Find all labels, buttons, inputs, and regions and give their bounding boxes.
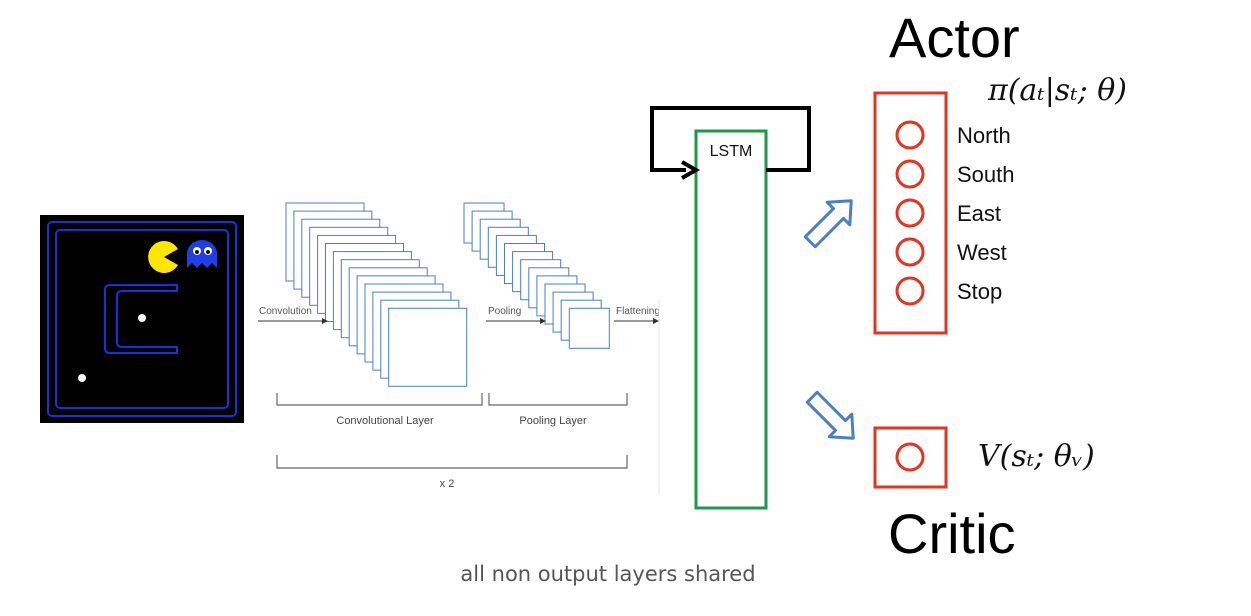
- action-neuron: [895, 198, 925, 228]
- action-label: West: [957, 240, 1007, 265]
- value-formula: V(sₜ; θᵥ): [978, 439, 1095, 474]
- lstm-block: LSTM: [650, 106, 811, 510]
- maze-inner-wall: [55, 229, 229, 409]
- pacman-icon: [148, 240, 178, 273]
- lstm-layer: [694, 129, 768, 510]
- maze-outer-wall: [47, 221, 237, 417]
- action-label: South: [957, 162, 1015, 187]
- pacman-game-screen: [40, 215, 244, 423]
- critic-title: Critic: [888, 502, 1016, 565]
- maze-c-wall: [104, 284, 178, 354]
- action-label: North: [957, 123, 1011, 148]
- value-neuron: [895, 442, 925, 472]
- action-neuron: [895, 237, 925, 267]
- action-neuron: [895, 159, 925, 189]
- pooling-label: Pooling: [488, 306, 521, 317]
- conv-layer-caption: Convolutional Layer: [336, 415, 434, 427]
- convolution-label: Convolution: [259, 306, 312, 317]
- action-neuron: [895, 120, 925, 150]
- ghost-icon: [187, 240, 217, 268]
- footer-caption: all non output layers shared: [460, 562, 755, 586]
- pool-layer-bracket: [488, 393, 628, 406]
- actor-output-arrow: [803, 199, 853, 249]
- policy-formula: π(aₜ|sₜ; θ): [987, 73, 1127, 108]
- action-label: East: [957, 201, 1001, 226]
- pooling-feature-maps: [463, 202, 610, 349]
- actor-title: Actor: [889, 6, 1020, 69]
- lstm-recurrent-loop: [650, 106, 811, 172]
- food-pellet: [138, 314, 146, 322]
- pool-layer-caption: Pooling Layer: [519, 415, 587, 427]
- critic-output-arrow: [805, 390, 855, 440]
- repeat-bracket: [276, 455, 628, 469]
- action-neuron: [895, 276, 925, 306]
- critic-head: V(sₜ; θᵥ) Critic: [873, 426, 1095, 565]
- conv-layer-bracket: [276, 393, 483, 406]
- cnn-block: Convolution Pooling Flattening Convoluti…: [258, 202, 660, 495]
- convolution-arrow-head: [322, 318, 328, 324]
- conv-feature-map: [388, 307, 468, 387]
- repeat-caption: x 2: [440, 478, 455, 490]
- pooling-arrow-head: [540, 318, 546, 324]
- action-label: Stop: [957, 279, 1002, 304]
- convolution-feature-maps: [285, 202, 468, 387]
- pool-feature-map: [568, 307, 610, 349]
- lstm-label: LSTM: [710, 143, 753, 160]
- flattening-label: Flattening: [616, 306, 660, 317]
- food-pellet: [78, 374, 86, 382]
- flattening-arrow-head: [653, 318, 659, 324]
- lstm-loop-arrow-head: [681, 160, 701, 180]
